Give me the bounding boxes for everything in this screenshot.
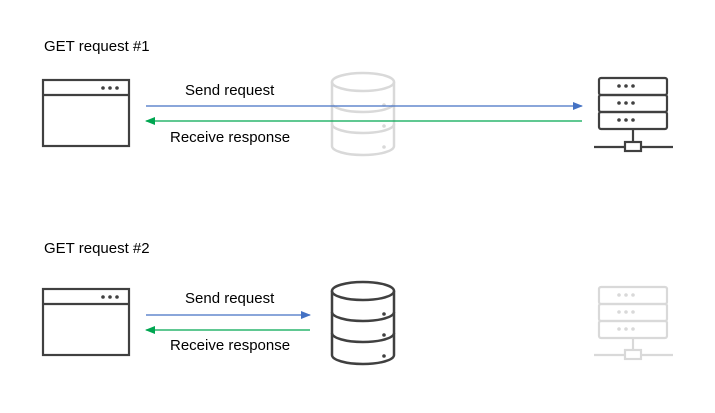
flow-2-heading: GET request #2 <box>44 240 150 257</box>
flow-2-response-label: Receive response <box>170 337 291 354</box>
flow-1-cache-database-icon <box>330 71 396 157</box>
flow-2-request-label: Send request <box>185 290 275 307</box>
flow-1-heading: GET request #1 <box>44 38 150 55</box>
flow-1-request-label: Send request <box>185 82 275 99</box>
flow-2-browser-icon <box>41 287 131 357</box>
flow-2-cache-database-icon <box>330 280 396 366</box>
flow-1-server-icon <box>594 76 673 153</box>
flow-1-response-label: Receive response <box>170 129 291 146</box>
flow-1-browser-icon <box>41 78 131 148</box>
flow-2-server-icon <box>594 285 673 361</box>
